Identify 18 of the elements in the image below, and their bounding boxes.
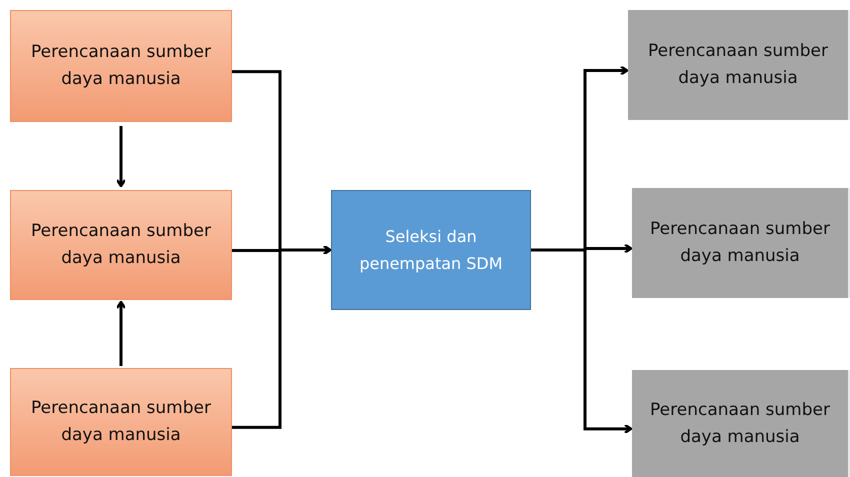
arrow <box>116 300 126 366</box>
box-text: Perencanaan sumber daya manusia <box>30 220 212 270</box>
arrow <box>531 248 632 434</box>
arrow <box>232 244 332 429</box>
box-text: Perencanaan sumber daya manusia <box>30 397 212 447</box>
output-box <box>632 188 850 298</box>
process-box <box>10 10 232 122</box>
arrow <box>116 126 126 188</box>
process-box <box>10 190 232 300</box>
box-text: Perencanaan sumber daya manusia <box>649 218 831 268</box>
box-text: Perencanaan sumber daya manusia <box>647 40 829 90</box>
box-text: Seleksi dan penempatan SDM <box>358 226 504 275</box>
output-box <box>632 370 850 477</box>
box-text: Perencanaan sumber daya manusia <box>30 41 212 91</box>
output-box <box>628 10 850 120</box>
central-box <box>331 190 531 310</box>
box-text: Perencanaan sumber daya manusia <box>649 398 831 448</box>
process-box <box>10 368 232 476</box>
